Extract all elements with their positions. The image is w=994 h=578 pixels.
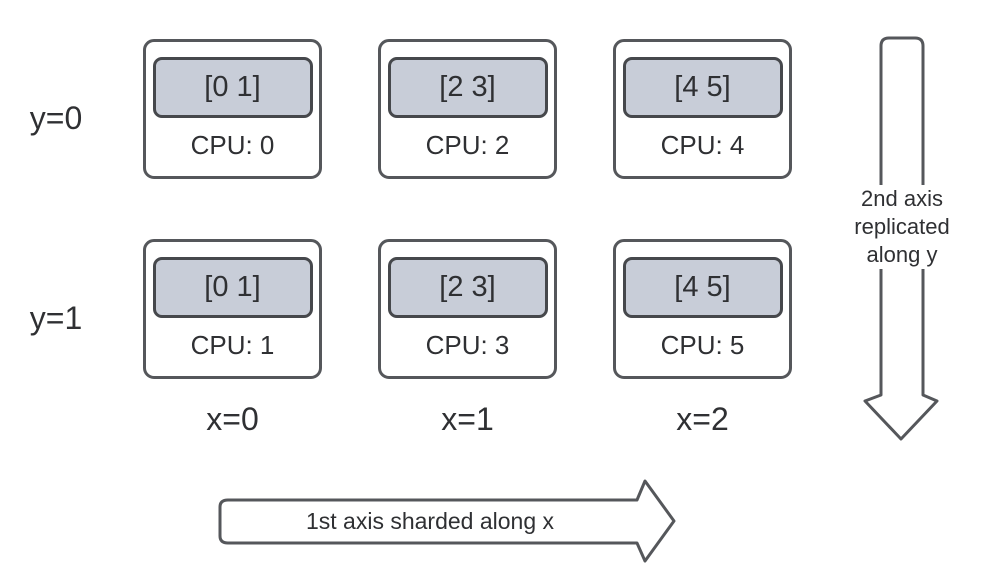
- shard-label: [4 5]: [674, 271, 731, 303]
- device-box-y1-x1: [2 3] CPU: 3: [378, 239, 557, 379]
- y-axis-arrow-label-line2: replicated: [854, 214, 950, 239]
- y-axis-arrow-label-line3: along y: [866, 242, 938, 267]
- y-axis-arrow-label-line1: 2nd axis: [861, 186, 943, 211]
- row-label-y1: y=1: [29, 300, 83, 336]
- x-axis-arrow-label: 1st axis sharded along x: [305, 508, 555, 534]
- col-label-x1: x=1: [441, 401, 494, 437]
- shard-box: [2 3]: [387, 57, 548, 118]
- shard-box: [4 5]: [622, 257, 783, 318]
- shard-label: [2 3]: [439, 271, 496, 303]
- shard-box: [2 3]: [387, 257, 548, 318]
- device-box-y1-x2: [4 5] CPU: 5: [613, 239, 792, 379]
- cpu-label: CPU: 0: [190, 129, 275, 160]
- device-box-y0-x0: [0 1] CPU: 0: [143, 39, 322, 179]
- shard-label: [0 1]: [204, 71, 261, 103]
- shard-box: [0 1]: [152, 257, 313, 318]
- shard-label: [2 3]: [439, 71, 496, 103]
- shard-box: [0 1]: [152, 57, 313, 118]
- device-box-y1-x0: [0 1] CPU: 1: [143, 239, 322, 379]
- device-box-y0-x1: [2 3] CPU: 2: [378, 39, 557, 179]
- row-label-y0: y=0: [29, 100, 83, 136]
- cpu-label: CPU: 3: [425, 329, 510, 360]
- device-box-y0-x2: [4 5] CPU: 4: [613, 39, 792, 179]
- x-axis-arrow-icon: [218, 479, 676, 563]
- shard-label: [0 1]: [204, 271, 261, 303]
- y-axis-arrow-label: 2nd axis replicated along y: [832, 185, 972, 269]
- cpu-label: CPU: 2: [425, 129, 510, 160]
- cpu-label: CPU: 1: [190, 329, 275, 360]
- shard-label: [4 5]: [674, 71, 731, 103]
- cpu-label: CPU: 5: [660, 329, 745, 360]
- col-label-x2: x=2: [676, 401, 729, 437]
- col-label-x0: x=0: [206, 401, 259, 437]
- cpu-label: CPU: 4: [660, 129, 745, 160]
- shard-box: [4 5]: [622, 57, 783, 118]
